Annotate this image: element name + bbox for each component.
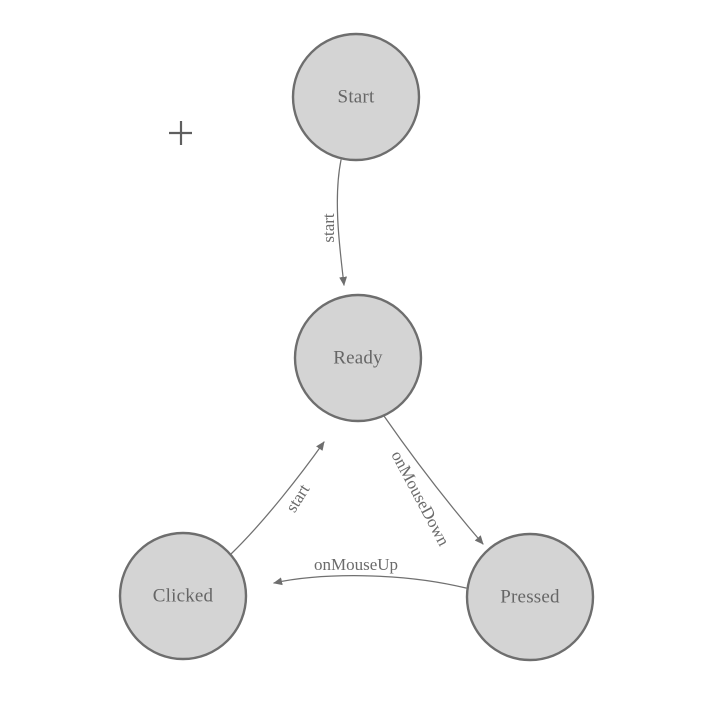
edge-label-start-to-ready: start [319, 213, 338, 243]
state-node-ready-circle[interactable] [293, 293, 423, 423]
state-node-clicked-label: Clicked [153, 585, 214, 606]
state-node-ready[interactable]: Ready [293, 293, 423, 423]
state-node-pressed-label: Pressed [500, 586, 560, 607]
edge-clicked-to-ready[interactable]: start [230, 441, 325, 555]
state-node-pressed-circle[interactable] [465, 532, 595, 662]
edge-path-pressed-to-clicked[interactable] [273, 575, 467, 589]
edge-label-ready-to-pressed: onMouseDown [387, 448, 453, 550]
edge-path-ready-to-pressed[interactable] [383, 415, 484, 545]
crosshair-icon [169, 121, 192, 145]
node-layer: Start Ready Clicked Pressed [118, 32, 595, 662]
state-node-start[interactable]: Start [291, 32, 421, 162]
state-node-ready-label: Ready [333, 347, 383, 368]
state-node-start-circle[interactable] [291, 32, 421, 162]
state-node-pressed[interactable]: Pressed [465, 532, 595, 662]
state-node-clicked-circle[interactable] [118, 531, 248, 661]
edge-label-clicked-to-ready: start [282, 480, 314, 515]
state-node-clicked[interactable]: Clicked [118, 531, 248, 661]
edge-ready-to-pressed[interactable]: onMouseDown [383, 415, 484, 550]
edge-path-start-to-ready[interactable] [336, 159, 348, 286]
edge-label-pressed-to-clicked: onMouseUp [314, 555, 398, 574]
edge-start-to-ready[interactable]: start [319, 159, 348, 286]
edge-pressed-to-clicked[interactable]: onMouseUp [273, 555, 467, 589]
edge-path-clicked-to-ready[interactable] [230, 441, 325, 555]
state-node-start-label: Start [338, 86, 375, 107]
